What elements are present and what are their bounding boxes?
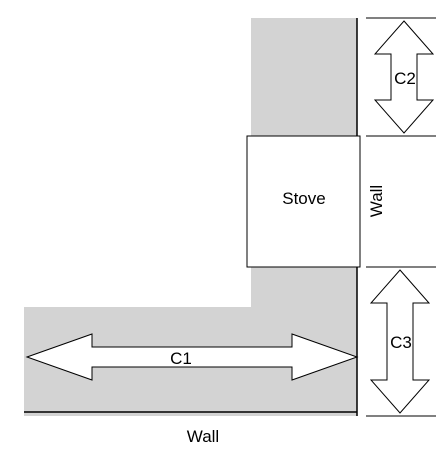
bottom-wall-label: Wall [187, 427, 219, 446]
stove [246, 135, 361, 268]
c3-label: C3 [390, 333, 412, 352]
right-wall-label: Wall [367, 185, 386, 217]
dimension-ticks [366, 17, 436, 417]
c2-label: C2 [394, 69, 416, 88]
c2-dimension-arrow [373, 20, 435, 134]
counter-area [24, 18, 357, 416]
c3-dimension-arrow [369, 269, 431, 414]
c1-dimension-arrow [25, 333, 359, 381]
c1-label: C1 [170, 349, 192, 368]
stove-label: Stove [282, 189, 325, 208]
